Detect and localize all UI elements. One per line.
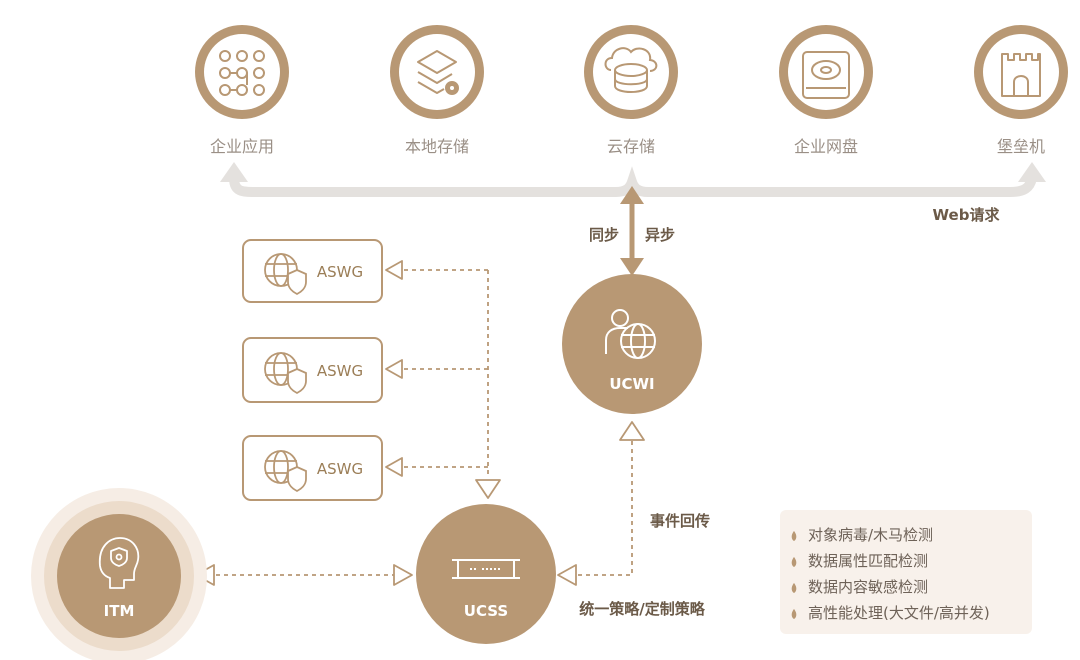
leaf-bullet-icon bbox=[791, 583, 797, 593]
aswg-connectors bbox=[400, 269, 489, 478]
feature-text: 数据属性匹配检测 bbox=[808, 552, 928, 570]
feature-text: 数据内容敏感检测 bbox=[808, 578, 928, 596]
aswg-arrowheads bbox=[385, 260, 501, 499]
target-enterprise-app: 企业应用 bbox=[195, 25, 289, 156]
itm-node: ITM bbox=[31, 488, 207, 660]
itm-label: ITM bbox=[104, 602, 135, 620]
head-shield-icon bbox=[98, 537, 140, 589]
user-www-icon bbox=[605, 309, 656, 359]
target-cloud-storage: 云存储 bbox=[584, 25, 678, 156]
aswg-node-3: ASWG bbox=[242, 435, 383, 501]
feature-item: 数据属性匹配检测 bbox=[791, 552, 928, 570]
feature-item: 对象病毒/木马检测 bbox=[791, 526, 933, 544]
aswg-label: ASWG bbox=[317, 460, 363, 478]
ucwi-node: UCWI bbox=[562, 274, 702, 414]
app-grid-icon bbox=[219, 50, 265, 96]
leaf-bullet-icon bbox=[791, 531, 797, 541]
feature-text: 高性能处理(大文件/高并发) bbox=[808, 604, 990, 622]
cloud-storage-icon bbox=[604, 47, 658, 93]
target-label: 云存储 bbox=[607, 137, 655, 156]
feature-text: 对象病毒/木马检测 bbox=[808, 526, 933, 544]
web-request-connector bbox=[220, 162, 1046, 197]
www-shield-icon bbox=[264, 450, 307, 493]
ucss-node: UCSS bbox=[416, 504, 556, 644]
feature-item: 高性能处理(大文件/高并发) bbox=[791, 604, 990, 622]
disk-drive-icon bbox=[802, 51, 850, 99]
target-label: 企业网盘 bbox=[794, 137, 858, 156]
target-label: 本地存储 bbox=[405, 137, 469, 156]
target-label: 企业应用 bbox=[210, 137, 274, 156]
appliance-icon bbox=[452, 559, 520, 579]
features-panel: 对象病毒/木马检测 数据属性匹配检测 数据内容敏感检测 高性能处理(大文件/高并… bbox=[780, 510, 1032, 634]
event-return-connector bbox=[557, 421, 645, 586]
aswg-node-1: ASWG bbox=[242, 239, 383, 303]
ucss-label: UCSS bbox=[464, 602, 508, 620]
feature-item: 数据内容敏感检测 bbox=[791, 578, 928, 596]
leaf-bullet-icon bbox=[791, 557, 797, 567]
leaf-bullet-icon bbox=[791, 609, 797, 619]
target-bastion: 堡垒机 bbox=[974, 25, 1068, 156]
aswg-label: ASWG bbox=[317, 362, 363, 380]
www-shield-icon bbox=[264, 253, 307, 296]
layers-icon bbox=[417, 50, 459, 95]
www-shield-icon bbox=[264, 352, 307, 395]
ucwi-label: UCWI bbox=[609, 375, 654, 393]
sync-async-arrow bbox=[620, 186, 644, 276]
castle-icon bbox=[1001, 53, 1041, 97]
aswg-label: ASWG bbox=[317, 263, 363, 281]
target-local-storage: 本地存储 bbox=[390, 25, 484, 156]
async-label: 异步 bbox=[645, 226, 675, 244]
web-request-label: Web请求 bbox=[933, 206, 1001, 224]
policy-label: 统一策略/定制策略 bbox=[579, 600, 705, 618]
target-label: 堡垒机 bbox=[997, 137, 1045, 156]
aswg-node-2: ASWG bbox=[242, 337, 383, 403]
target-enterprise-disk: 企业网盘 bbox=[779, 25, 873, 156]
itm-ucss-connector bbox=[195, 564, 413, 586]
event-return-label: 事件回传 bbox=[650, 512, 710, 530]
sync-label: 同步 bbox=[589, 226, 619, 244]
